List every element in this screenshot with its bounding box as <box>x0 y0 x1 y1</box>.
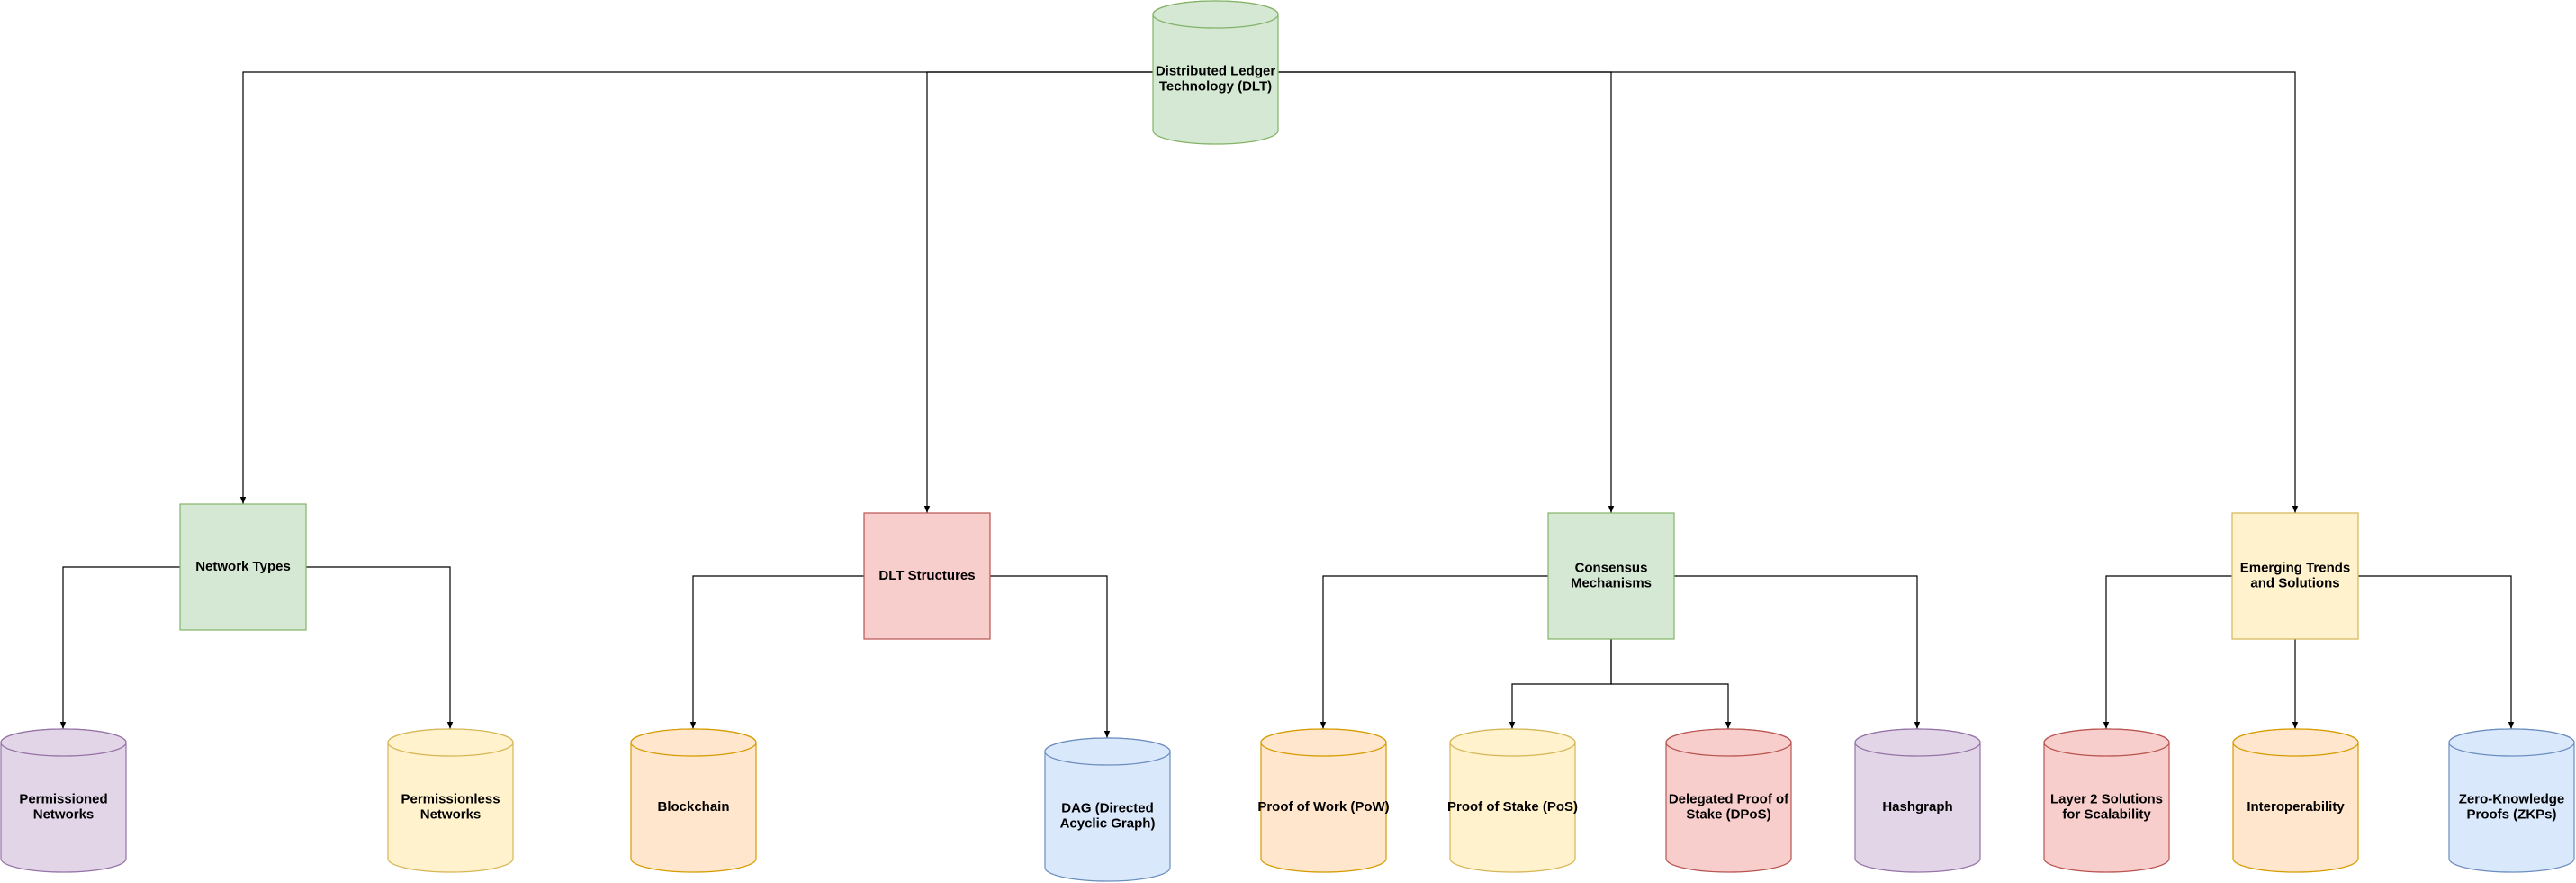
node-box-shape <box>2231 512 2359 640</box>
edge-dlt-to-dlt-structures <box>923 71 1153 513</box>
node-box-shape <box>863 512 991 640</box>
node-interoperability[interactable]: Interoperability <box>2232 728 2359 873</box>
node-cylinder-top <box>1665 728 1792 757</box>
node-pos[interactable]: Proof of Stake (PoS) <box>1447 728 1578 873</box>
node-cylinder-top <box>2043 728 2170 757</box>
edge-consensus-mechanisms-to-pos <box>1509 639 1612 729</box>
node-cylinder-top <box>1854 728 1981 757</box>
edge-consensus-mechanisms-to-pow <box>1320 575 1548 729</box>
node-cylinder-top <box>1260 728 1387 757</box>
edge-consensus-mechanisms-to-hashgraph <box>1674 575 1921 729</box>
node-cylinder-top <box>2448 728 2575 757</box>
node-label: Proof of Work (PoW) <box>1257 799 1389 815</box>
edge-dlt-structures-to-dag <box>990 575 1111 738</box>
edge-network-types-to-permissioned-networks <box>59 566 180 729</box>
node-cylinder-top <box>387 728 514 757</box>
node-cylinder-top <box>1449 728 1576 757</box>
node-label: Mechanisms <box>1571 575 1652 590</box>
node-hashgraph[interactable]: Hashgraph <box>1854 728 1981 873</box>
node-label: Network Types <box>195 559 291 574</box>
node-box-shape <box>179 503 307 631</box>
node-label: Technology (DLT) <box>1159 78 1272 94</box>
node-label: Blockchain <box>657 799 729 815</box>
node-label: Permissioned <box>19 791 107 806</box>
node-label: Permissionless <box>401 791 500 806</box>
node-label: Consensus <box>1575 560 1648 575</box>
node-label: Distributed Ledger <box>1156 63 1276 78</box>
edges-layer <box>59 71 2515 738</box>
node-label: Proofs (ZKPs) <box>2466 806 2556 822</box>
node-cylinder-top <box>2232 728 2359 757</box>
edge-emerging-trends-to-layer2 <box>2103 575 2232 729</box>
node-label: Proof of Stake (PoS) <box>1447 799 1578 815</box>
edge-dlt-to-emerging-trends <box>1278 71 2299 513</box>
edge-network-types-to-permissionless-networks <box>306 566 454 729</box>
node-network-types[interactable]: Network Types <box>179 503 307 631</box>
node-label: Networks <box>33 806 95 822</box>
node-cylinder-top <box>630 728 757 757</box>
node-label: Delegated Proof of <box>1669 791 1789 806</box>
node-cylinder-top <box>1044 737 1171 766</box>
node-label: DLT Structures <box>878 568 975 583</box>
node-cylinder-top <box>1152 0 1279 29</box>
node-label: Layer 2 Solutions <box>2050 791 2163 806</box>
node-label: Hashgraph <box>1882 799 1952 815</box>
node-label: Interoperability <box>2247 799 2345 815</box>
edge-consensus-mechanisms-to-dpos <box>1610 639 1732 729</box>
node-label: for Scalability <box>2062 806 2151 822</box>
node-label: Networks <box>420 806 482 822</box>
edge-emerging-trends-to-zkps <box>2358 575 2515 729</box>
node-label: Zero-Knowledge <box>2459 791 2565 806</box>
edge-dlt-to-consensus-mechanisms <box>1278 71 1615 513</box>
node-box-shape <box>1547 512 1675 640</box>
node-label: Acyclic Graph) <box>1060 815 1156 831</box>
node-label: DAG (Directed <box>1061 800 1154 815</box>
node-label: Stake (DPoS) <box>1686 806 1770 822</box>
node-blockchain[interactable]: Blockchain <box>630 728 757 873</box>
node-label: Emerging Trends <box>2240 560 2351 575</box>
edge-dlt-structures-to-blockchain <box>689 575 864 729</box>
edge-dlt-to-network-types <box>239 71 1153 504</box>
node-cylinder-top <box>0 728 127 757</box>
node-pow[interactable]: Proof of Work (PoW) <box>1257 728 1390 873</box>
node-dlt-structures[interactable]: DLT Structures <box>863 512 991 640</box>
node-label: and Solutions <box>2250 575 2339 590</box>
